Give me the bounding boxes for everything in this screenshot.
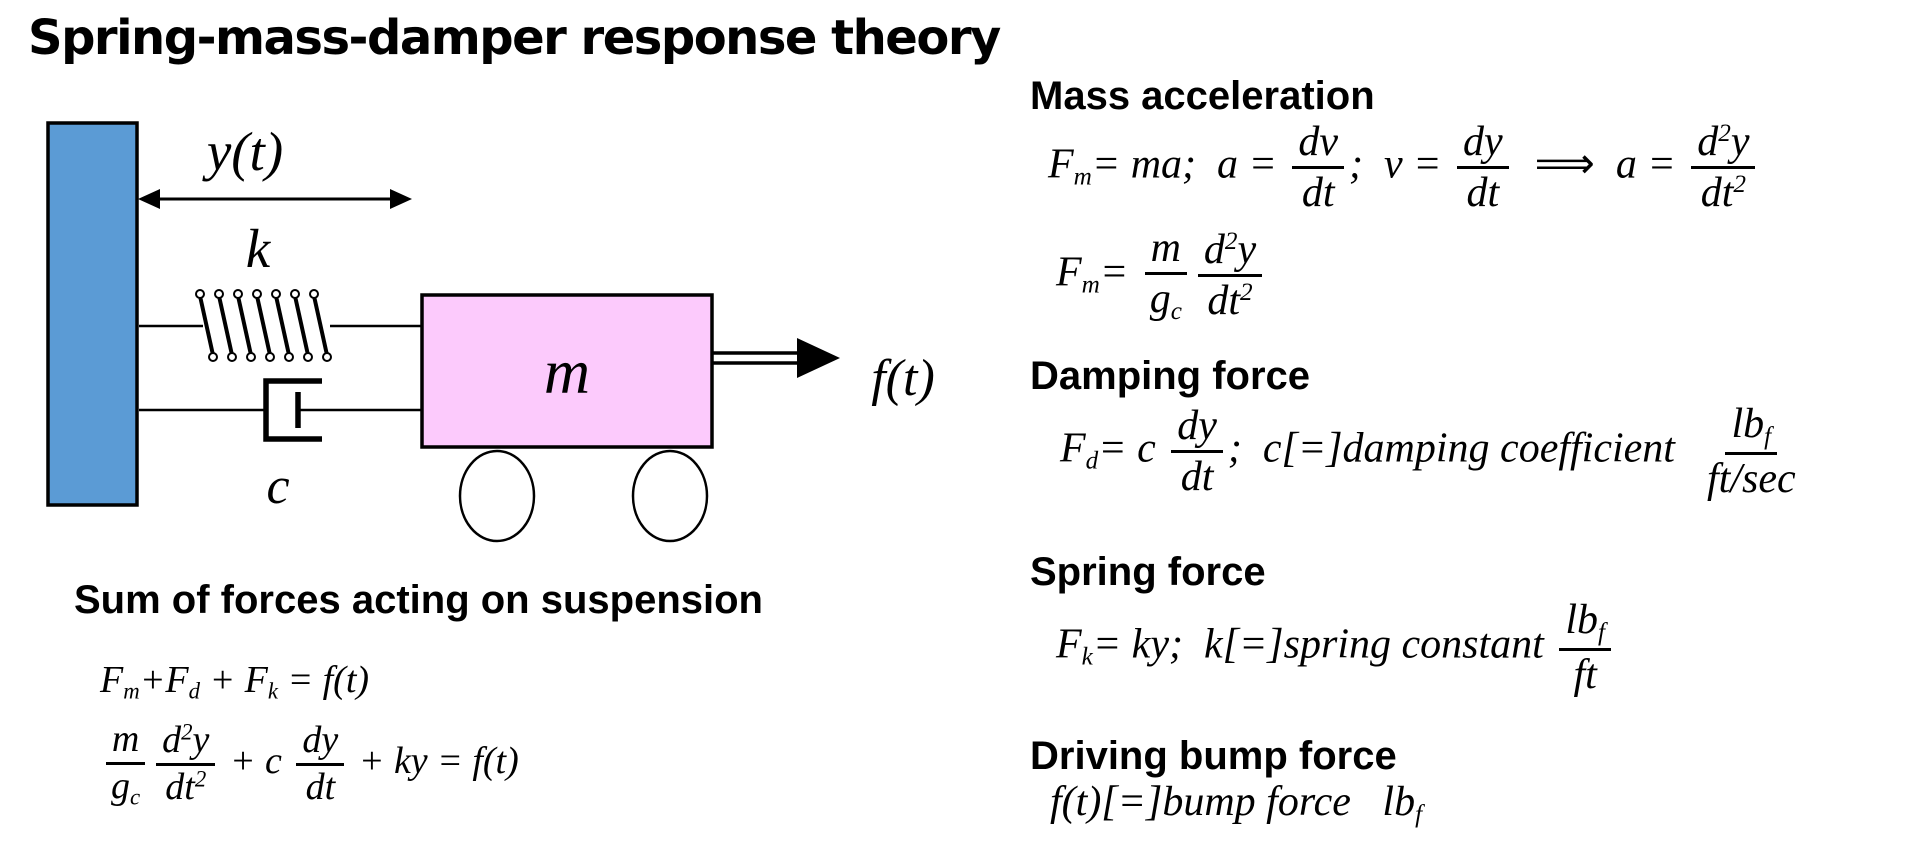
mass-block: [420, 293, 714, 449]
damper-label: c: [266, 458, 289, 515]
mass-label: m: [544, 336, 590, 407]
spring-coil: [139, 289, 423, 362]
driving-bump-force-eq: f(t)[=]bump force lbf: [1050, 779, 1423, 829]
page-title: Spring-mass-damper response theory: [28, 10, 1001, 66]
driving-bump-force-heading: Driving bump force: [1030, 734, 1397, 778]
mass-acceleration-heading: Mass acceleration: [1030, 74, 1375, 118]
wheel-left: [458, 449, 536, 543]
arrowhead-right-icon: [390, 189, 412, 209]
wall-block: [46, 121, 139, 507]
force-arrow: [713, 338, 840, 378]
spring-force-heading: Spring force: [1030, 550, 1266, 594]
sum-of-forces-eq1: Fm+Fd + Fk = f(t): [100, 659, 370, 704]
force-label: f(t): [871, 350, 935, 407]
damping-force-heading: Damping force: [1030, 354, 1311, 398]
damper: [139, 378, 423, 442]
spring-mass-damper-diagram: y(t) k c: [46, 121, 935, 543]
arrowhead-left-icon: [138, 189, 160, 209]
arrowhead-force-icon: [797, 338, 840, 378]
sum-of-forces-heading: Sum of forces acting on suspension: [74, 578, 763, 622]
displacement-label: y(t): [202, 121, 283, 182]
displacement-arrow: [138, 189, 412, 209]
spring-label: k: [246, 218, 272, 279]
wheel-right: [631, 449, 709, 543]
